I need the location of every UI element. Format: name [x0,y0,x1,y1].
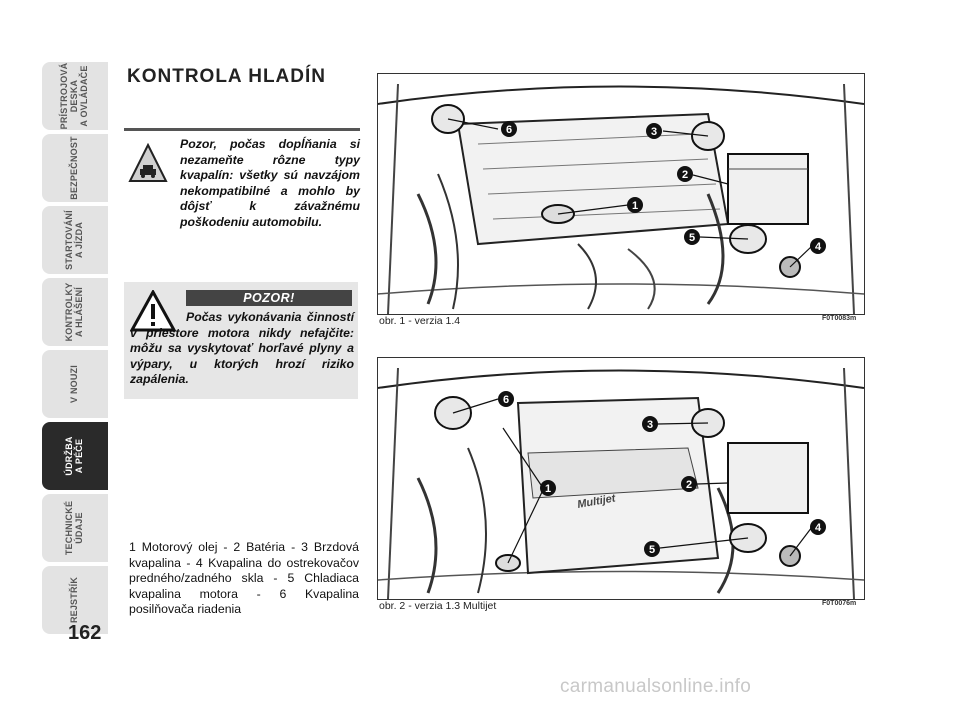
svg-text:3: 3 [651,126,657,138]
warning-note: POZOR! Počas vykonávania činností v prie… [124,282,358,399]
tab-udrzba[interactable]: ÚDRŽBA A PÉČE [42,422,108,490]
caution-note: Pozor, počas dopĺňania si nezameňte rôzn… [124,128,360,230]
figure-1-caption: obr. 1 - verzia 1.4 [379,315,461,327]
engine-figure-2: Multijet 1 2 3 4 5 6 [377,357,865,600]
figure-1-code: F0T0083m [822,315,857,322]
figure-legend: 1 Motorový olej - 2 Batéria - 3 Brzdová … [129,540,359,616]
warning-text: Počas vykonávania činností v priestore m… [130,310,354,386]
svg-text:3: 3 [647,419,653,431]
tab-rejstrik[interactable]: REJSTŘÍK [42,566,108,634]
caution-car-icon [128,143,168,182]
watermark[interactable]: carmanualsonline.info [560,676,752,697]
label-6-badge: 6 [501,121,517,137]
warning-icon [130,290,176,332]
tab-startovani[interactable]: STARTOVÁNÍ A JÍZDA [42,206,108,274]
figure-2-caption: obr. 2 - verzia 1.3 Multijet [379,600,497,612]
svg-text:1: 1 [545,483,551,495]
label-2-badge: 2 [677,166,693,182]
svg-text:5: 5 [649,544,655,556]
section-tabs: PRÍSTROJOVÁ DESKA A OVLÁDAČE BEZPEČNOST … [42,62,108,638]
label-5-badge: 5 [644,541,660,557]
label-6-badge: 6 [498,391,514,407]
svg-text:5: 5 [689,232,695,244]
tab-kontrolky[interactable]: KONTROLKY A HLÁŠENÍ [42,278,108,346]
warning-header: POZOR! [186,290,352,306]
svg-text:4: 4 [815,241,822,253]
engine-illustration-2: Multijet 1 2 3 4 5 6 [378,358,864,599]
engine-figure-1: 1 2 3 4 5 6 [377,73,865,315]
label-2-badge: 2 [681,476,697,492]
figure-2-code: F0T0076m [822,600,857,607]
tab-technicke-udaje[interactable]: TECHNICKÉ ÚDAJE [42,494,108,562]
engine-illustration-1: 1 2 3 4 5 6 [378,74,864,314]
svg-text:6: 6 [506,124,512,136]
page-title: KONTROLA HLADÍN [127,66,326,87]
svg-text:4: 4 [815,522,822,534]
svg-text:1: 1 [632,200,638,212]
svg-text:2: 2 [682,169,688,181]
label-4-badge: 4 [810,519,826,535]
tab-v-nouzi[interactable]: V NOUZI [42,350,108,418]
label-4-badge: 4 [810,238,826,254]
svg-text:2: 2 [686,479,692,491]
label-3-badge: 3 [642,416,658,432]
tab-bezpecnost[interactable]: BEZPEČNOST [42,134,108,202]
label-5-badge: 5 [684,229,700,245]
tab-pristrojova-deska[interactable]: PRÍSTROJOVÁ DESKA A OVLÁDAČE [42,62,108,130]
label-1-badge: 1 [627,197,643,213]
page-number: 162 [68,622,102,644]
caution-text: Pozor, počas dopĺňania si nezameňte rôzn… [180,137,360,229]
svg-text:6: 6 [503,394,509,406]
label-3-badge: 3 [646,123,662,139]
label-1-badge: 1 [540,480,556,496]
